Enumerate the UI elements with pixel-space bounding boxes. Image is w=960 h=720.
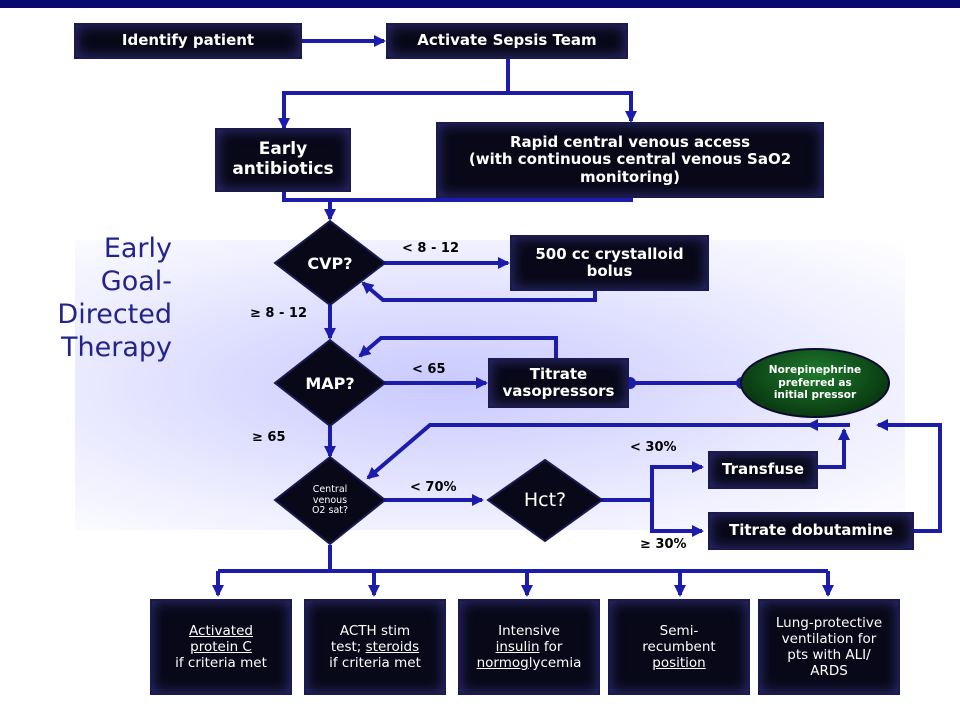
decision-cvp-label: CVP? (307, 253, 353, 273)
arrow-hct-transfuse (600, 461, 704, 502)
box-acth-stim-test: ACTH stim test; steroids if criteria met (306, 601, 444, 693)
edge-label-map-ok: ≥ 65 (252, 430, 286, 445)
box-intensive-insulin: Intensive insulin for normoglycemia (460, 601, 598, 693)
arrow-activate-access (508, 91, 637, 123)
arrow-activate-antibiotics (278, 56, 510, 130)
box-titrate-dobutamine: Titrate dobutamine (710, 514, 912, 548)
arrow-vaso-map (358, 336, 558, 360)
box-activated-protein-c: Activated protein C if criteria met (152, 601, 290, 693)
edge-label-map-low: < 65 (412, 362, 446, 377)
dot-vaso (624, 377, 636, 389)
edge-label-hct-ok: ≥ 30% (640, 537, 687, 552)
decision-hct-label: Hct? (523, 489, 567, 511)
diamond-hct (486, 458, 604, 543)
box-central-venous-access: Rapid central venous access (with contin… (438, 124, 822, 196)
box-early-antibiotics: Early antibiotics (217, 130, 349, 190)
edge-label-hct-low: < 30% (630, 440, 677, 455)
box-crystalloid-bolus: 500 cc crystalloid bolus (512, 237, 707, 289)
arrow-access-merge (330, 196, 633, 202)
decision-map-label: MAP? (305, 373, 355, 393)
box-semi-recumbent-position: Semi- recumbent position (610, 601, 748, 693)
box-titrate-vasopressors: Titrate vasopressors (490, 360, 627, 406)
box-transfuse: Transfuse (710, 453, 816, 487)
edge-label-cvp-ok: ≥ 8 - 12 (250, 306, 308, 321)
edge-label-o2-low: < 70% (410, 480, 457, 495)
top-band (0, 0, 960, 8)
arrow-hct-dobutamine (650, 500, 704, 537)
ellipse-norepinephrine: Norepinephrine preferred as initial pres… (740, 348, 890, 418)
diamond-o2sat (273, 455, 387, 546)
box-activate-sepsis-team: Activate Sepsis Team (388, 25, 626, 57)
box-lung-protective-ventilation: Lung-protective ventilation for pts with… (760, 601, 898, 693)
arrow-loop-o2 (366, 423, 830, 480)
diamond-cvp (273, 219, 387, 307)
box-identify-patient: Identify patient (76, 25, 300, 57)
arrow-transfuse-up (816, 428, 850, 469)
arrow-bolus-cvp (361, 281, 597, 302)
arrow-dobutamine-loop (876, 419, 942, 533)
arrow-antibiotics-merge (282, 190, 330, 202)
diamond-map (273, 338, 387, 428)
decision-o2sat-label: Central venous O2 sat? (311, 483, 349, 517)
diagram-title: Early Goal- Directed Therapy (57, 233, 172, 363)
edge-label-cvp-low: < 8 - 12 (402, 241, 460, 256)
